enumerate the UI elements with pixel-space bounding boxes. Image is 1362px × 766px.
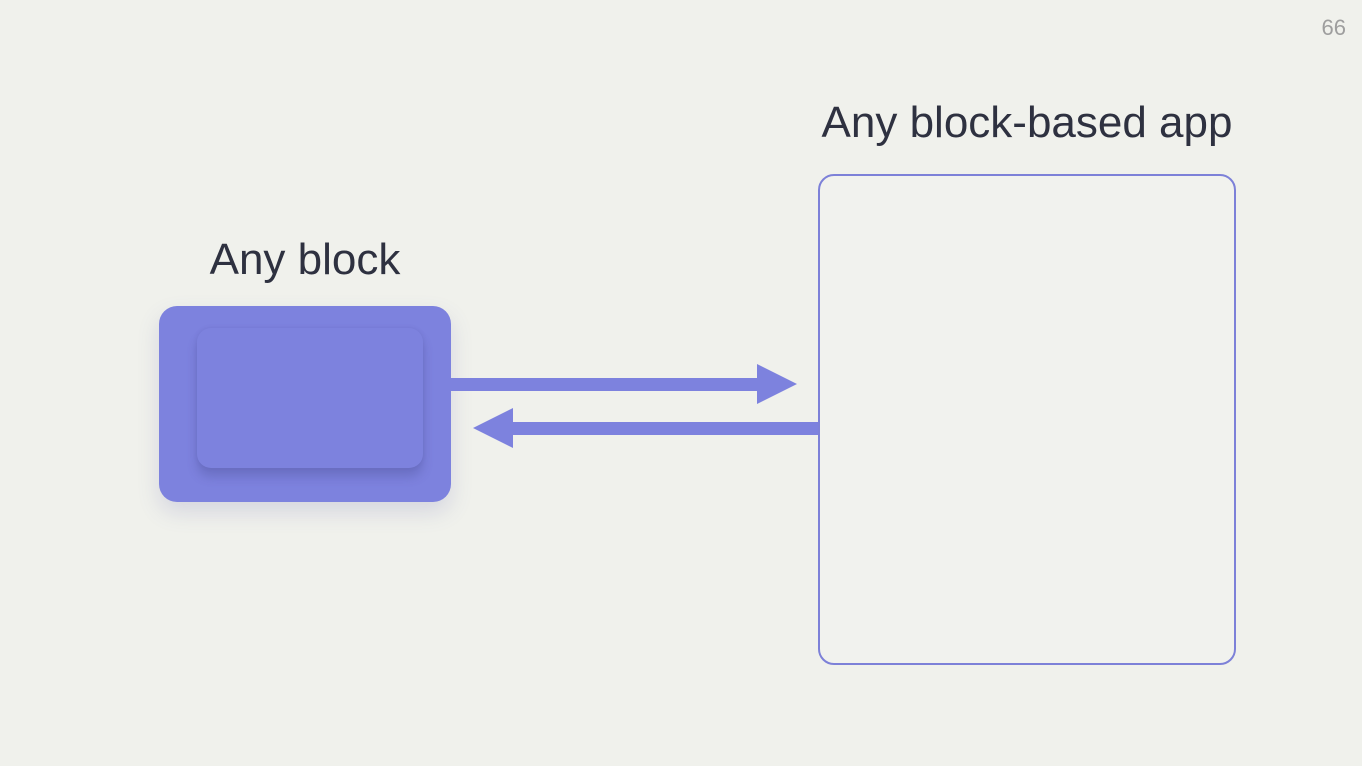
arrow-left-head bbox=[473, 408, 513, 448]
app-heading: Any block-based app bbox=[821, 98, 1233, 147]
arrow-left-shaft bbox=[511, 421, 818, 435]
arrow-left-icon bbox=[473, 408, 818, 448]
arrow-right-shaft bbox=[451, 377, 759, 391]
block-inner-shape bbox=[197, 328, 423, 468]
page-number: 66 bbox=[1321, 15, 1346, 40]
block-shape bbox=[159, 306, 451, 502]
arrow-right-head bbox=[757, 364, 797, 404]
app-outline-rect bbox=[818, 174, 1236, 665]
arrow-right-icon bbox=[451, 364, 797, 404]
block-heading: Any block bbox=[209, 235, 401, 284]
